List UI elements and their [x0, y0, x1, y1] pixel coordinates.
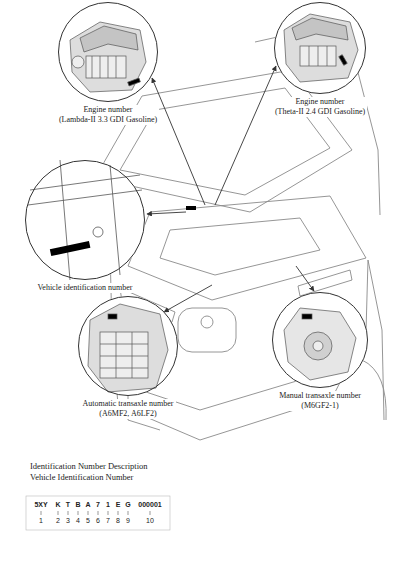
vin-character: 7	[96, 501, 100, 509]
callout-label: Engine number	[273, 97, 367, 107]
position-number: 3	[66, 517, 70, 525]
callout-label: Engine number	[57, 105, 159, 115]
callout-label: Manual transaxle number	[277, 391, 363, 401]
section-heading: Vehicle Identification Number	[30, 473, 133, 482]
callout-label: (Theta-II 2.4 GDI Gasoline)	[273, 107, 367, 117]
engine-illustration	[284, 14, 358, 82]
transaxle-illustration	[88, 304, 168, 392]
vin-character: 1	[106, 501, 110, 509]
position-number: 10	[146, 517, 154, 525]
circle-outline	[274, 2, 366, 94]
position-number: 2	[56, 517, 60, 525]
position-number: 8	[116, 517, 120, 525]
engine-illustration	[70, 22, 146, 92]
vin-character: G	[125, 501, 130, 509]
circle-outline	[58, 2, 158, 102]
callout-label: Vehicle identification number	[35, 283, 134, 293]
callout-label: (Lambda-II 3.3 GDI Gasoline)	[57, 115, 159, 125]
circle-ground	[25, 2, 368, 396]
section-heading: Identification Number Description	[30, 462, 148, 471]
vin-character: T	[66, 501, 70, 509]
vin-character: A	[85, 501, 90, 509]
position-number: 9	[126, 517, 130, 525]
transaxle-illustration	[284, 308, 356, 380]
position-number: 7	[106, 517, 110, 525]
vin-ticks	[26, 496, 170, 530]
vin-character: 5XY	[34, 501, 47, 509]
vin-character: E	[116, 501, 121, 509]
vin-plate	[186, 206, 196, 210]
callout-label: Automatic transaxle number	[80, 399, 175, 409]
circle-outline	[25, 160, 145, 280]
callout-circle: Automatic transaxle number(A6MF2, A6LF2)	[76, 296, 180, 419]
position-number: 1	[39, 517, 43, 525]
vin-character: K	[55, 501, 60, 509]
body-panel-illustration	[28, 160, 142, 280]
position-number: 6	[96, 517, 100, 525]
callout-circle: Vehicle identification number	[23, 160, 147, 293]
vin-character: 000001	[138, 501, 161, 509]
circle-outline	[272, 292, 368, 388]
callout-circle: Manual transaxle number(M6GF2-1)	[270, 292, 370, 411]
vin-character: B	[75, 501, 80, 509]
callout-circle: Engine number(Theta-II 2.4 GDI Gasoline)	[271, 2, 369, 117]
circle-outline	[78, 296, 178, 396]
callout-label: (M6GF2-1)	[277, 401, 363, 411]
position-number: 4	[76, 517, 80, 525]
callout-circle: Engine number(Lambda-II 3.3 GDI Gasoline…	[55, 2, 161, 125]
callout-label: (A6MF2, A6LF2)	[80, 409, 175, 419]
position-number: 5	[86, 517, 90, 525]
